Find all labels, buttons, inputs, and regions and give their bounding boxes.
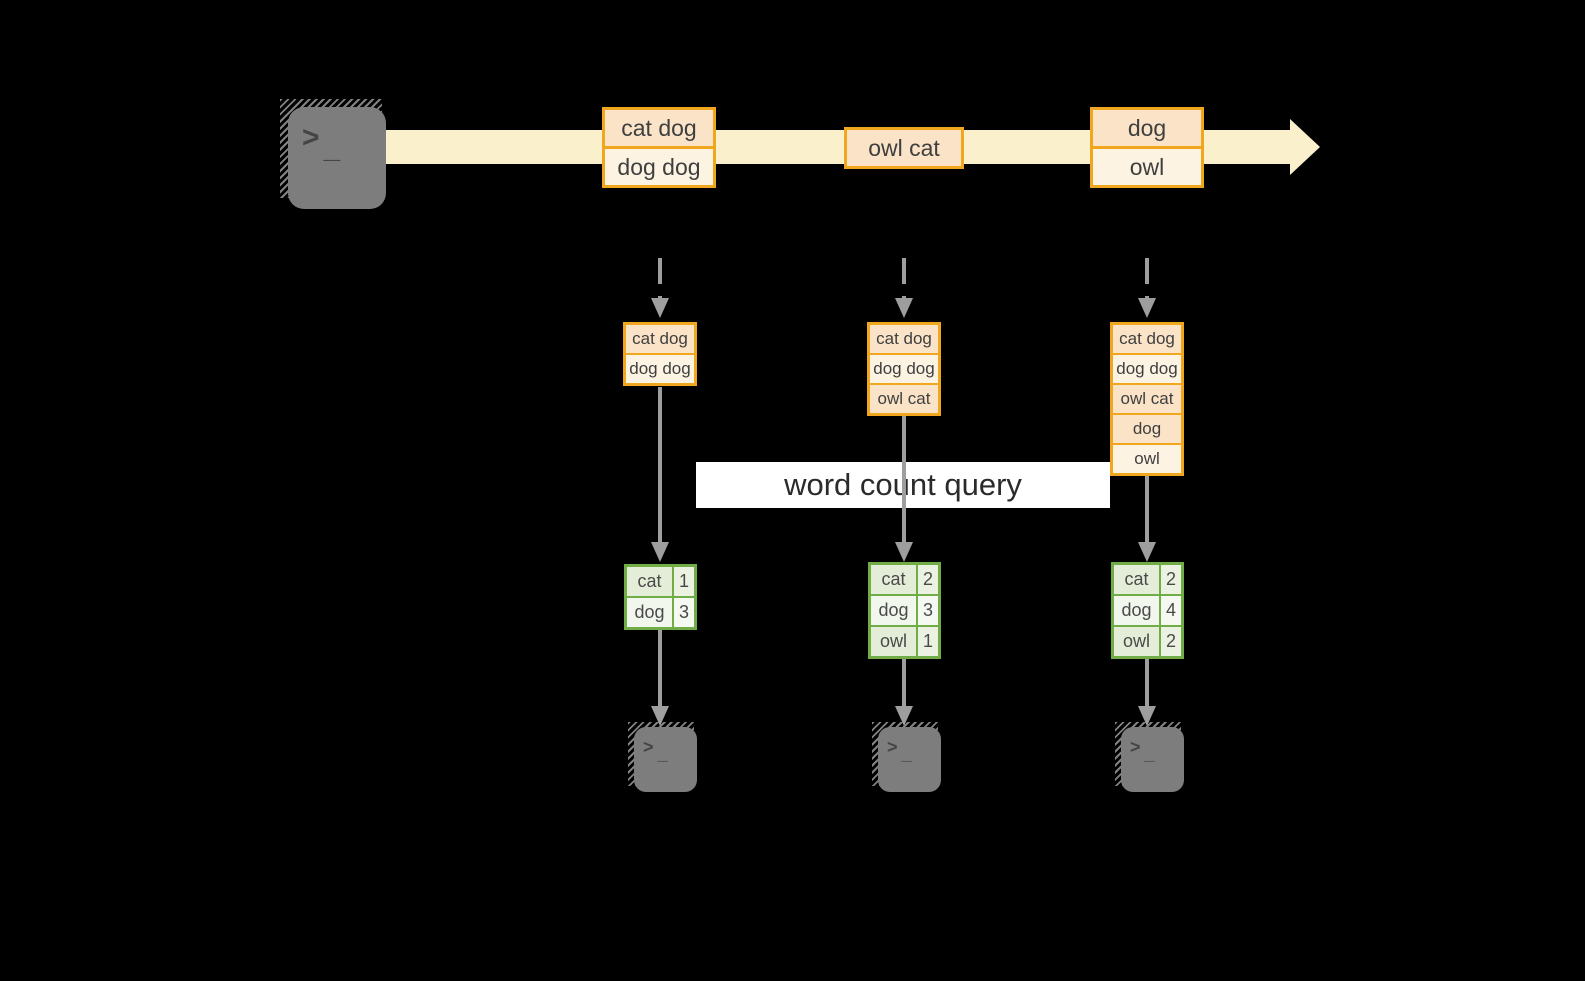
stream-message-2: owl cat bbox=[844, 127, 964, 169]
count-value: 2 bbox=[1161, 565, 1181, 594]
message-line: cat dog bbox=[605, 110, 713, 146]
count-table-3: cat 2 dog 4 owl 2 bbox=[1111, 562, 1184, 659]
count-word: owl bbox=[1114, 627, 1159, 656]
query-arrow-2 bbox=[895, 416, 913, 562]
count-word: owl bbox=[871, 627, 916, 656]
count-word: dog bbox=[627, 598, 672, 627]
prompt-chevron-icon: > bbox=[302, 121, 320, 154]
prompt-chevron-icon: > bbox=[1130, 737, 1141, 757]
buffer-row: cat dog bbox=[870, 325, 938, 353]
count-word: cat bbox=[627, 567, 672, 596]
buffer-row: dog dog bbox=[1113, 353, 1181, 383]
dashed-arrow-down-3 bbox=[1138, 258, 1156, 318]
count-value: 2 bbox=[918, 565, 938, 594]
query-arrow-3 bbox=[1138, 476, 1156, 562]
buffer-row: dog dog bbox=[626, 353, 694, 383]
prompt-chevron-icon: > bbox=[643, 737, 654, 757]
terminal-icon: > _ bbox=[288, 107, 386, 209]
terminal-icon: > _ bbox=[1121, 727, 1184, 792]
message-line: owl bbox=[1093, 146, 1201, 185]
count-word: cat bbox=[871, 565, 916, 594]
prompt-cursor-icon: _ bbox=[901, 743, 912, 764]
stream-message-1: cat dog dog dog bbox=[602, 107, 716, 188]
buffer-row: cat dog bbox=[1113, 325, 1181, 353]
count-word: dog bbox=[1114, 596, 1159, 625]
buffer-row: dog dog bbox=[870, 353, 938, 383]
sink-arrow-2 bbox=[895, 658, 913, 726]
count-table-1: cat 1 dog 3 bbox=[624, 564, 697, 630]
count-value: 3 bbox=[674, 598, 694, 627]
prompt-cursor-icon: _ bbox=[323, 131, 341, 165]
count-value: 3 bbox=[918, 596, 938, 625]
dashed-arrow-down-2 bbox=[895, 258, 913, 318]
buffer-row: owl cat bbox=[1113, 383, 1181, 413]
prompt-cursor-icon: _ bbox=[1144, 743, 1155, 764]
sink-arrow-3 bbox=[1138, 658, 1156, 726]
buffer-stack-2: cat dog dog dog owl cat bbox=[867, 322, 941, 416]
count-word: dog bbox=[871, 596, 916, 625]
buffer-row: cat dog bbox=[626, 325, 694, 353]
buffer-stack-3: cat dog dog dog owl cat dog owl bbox=[1110, 322, 1184, 476]
count-value: 4 bbox=[1161, 596, 1181, 625]
message-line: dog bbox=[1093, 110, 1201, 146]
count-table-2: cat 2 dog 3 owl 1 bbox=[868, 562, 941, 659]
count-word: cat bbox=[1114, 565, 1159, 594]
count-value: 1 bbox=[674, 567, 694, 596]
count-value: 1 bbox=[918, 627, 938, 656]
buffer-row: owl cat bbox=[870, 383, 938, 413]
prompt-cursor-icon: _ bbox=[657, 743, 668, 764]
prompt-chevron-icon: > bbox=[887, 737, 898, 757]
stream-message-3: dog owl bbox=[1090, 107, 1204, 188]
dashed-arrow-down-1 bbox=[651, 258, 669, 318]
buffer-row: dog bbox=[1113, 413, 1181, 443]
query-arrow-1 bbox=[651, 387, 669, 562]
stream-arrowhead-icon bbox=[1290, 119, 1320, 175]
message-line: owl cat bbox=[847, 130, 961, 166]
buffer-stack-1: cat dog dog dog bbox=[623, 322, 697, 386]
count-value: 2 bbox=[1161, 627, 1181, 656]
message-line: dog dog bbox=[605, 146, 713, 185]
terminal-icon: > _ bbox=[878, 727, 941, 792]
buffer-row: owl bbox=[1113, 443, 1181, 473]
sink-arrow-1 bbox=[651, 630, 669, 726]
terminal-icon: > _ bbox=[634, 727, 697, 792]
